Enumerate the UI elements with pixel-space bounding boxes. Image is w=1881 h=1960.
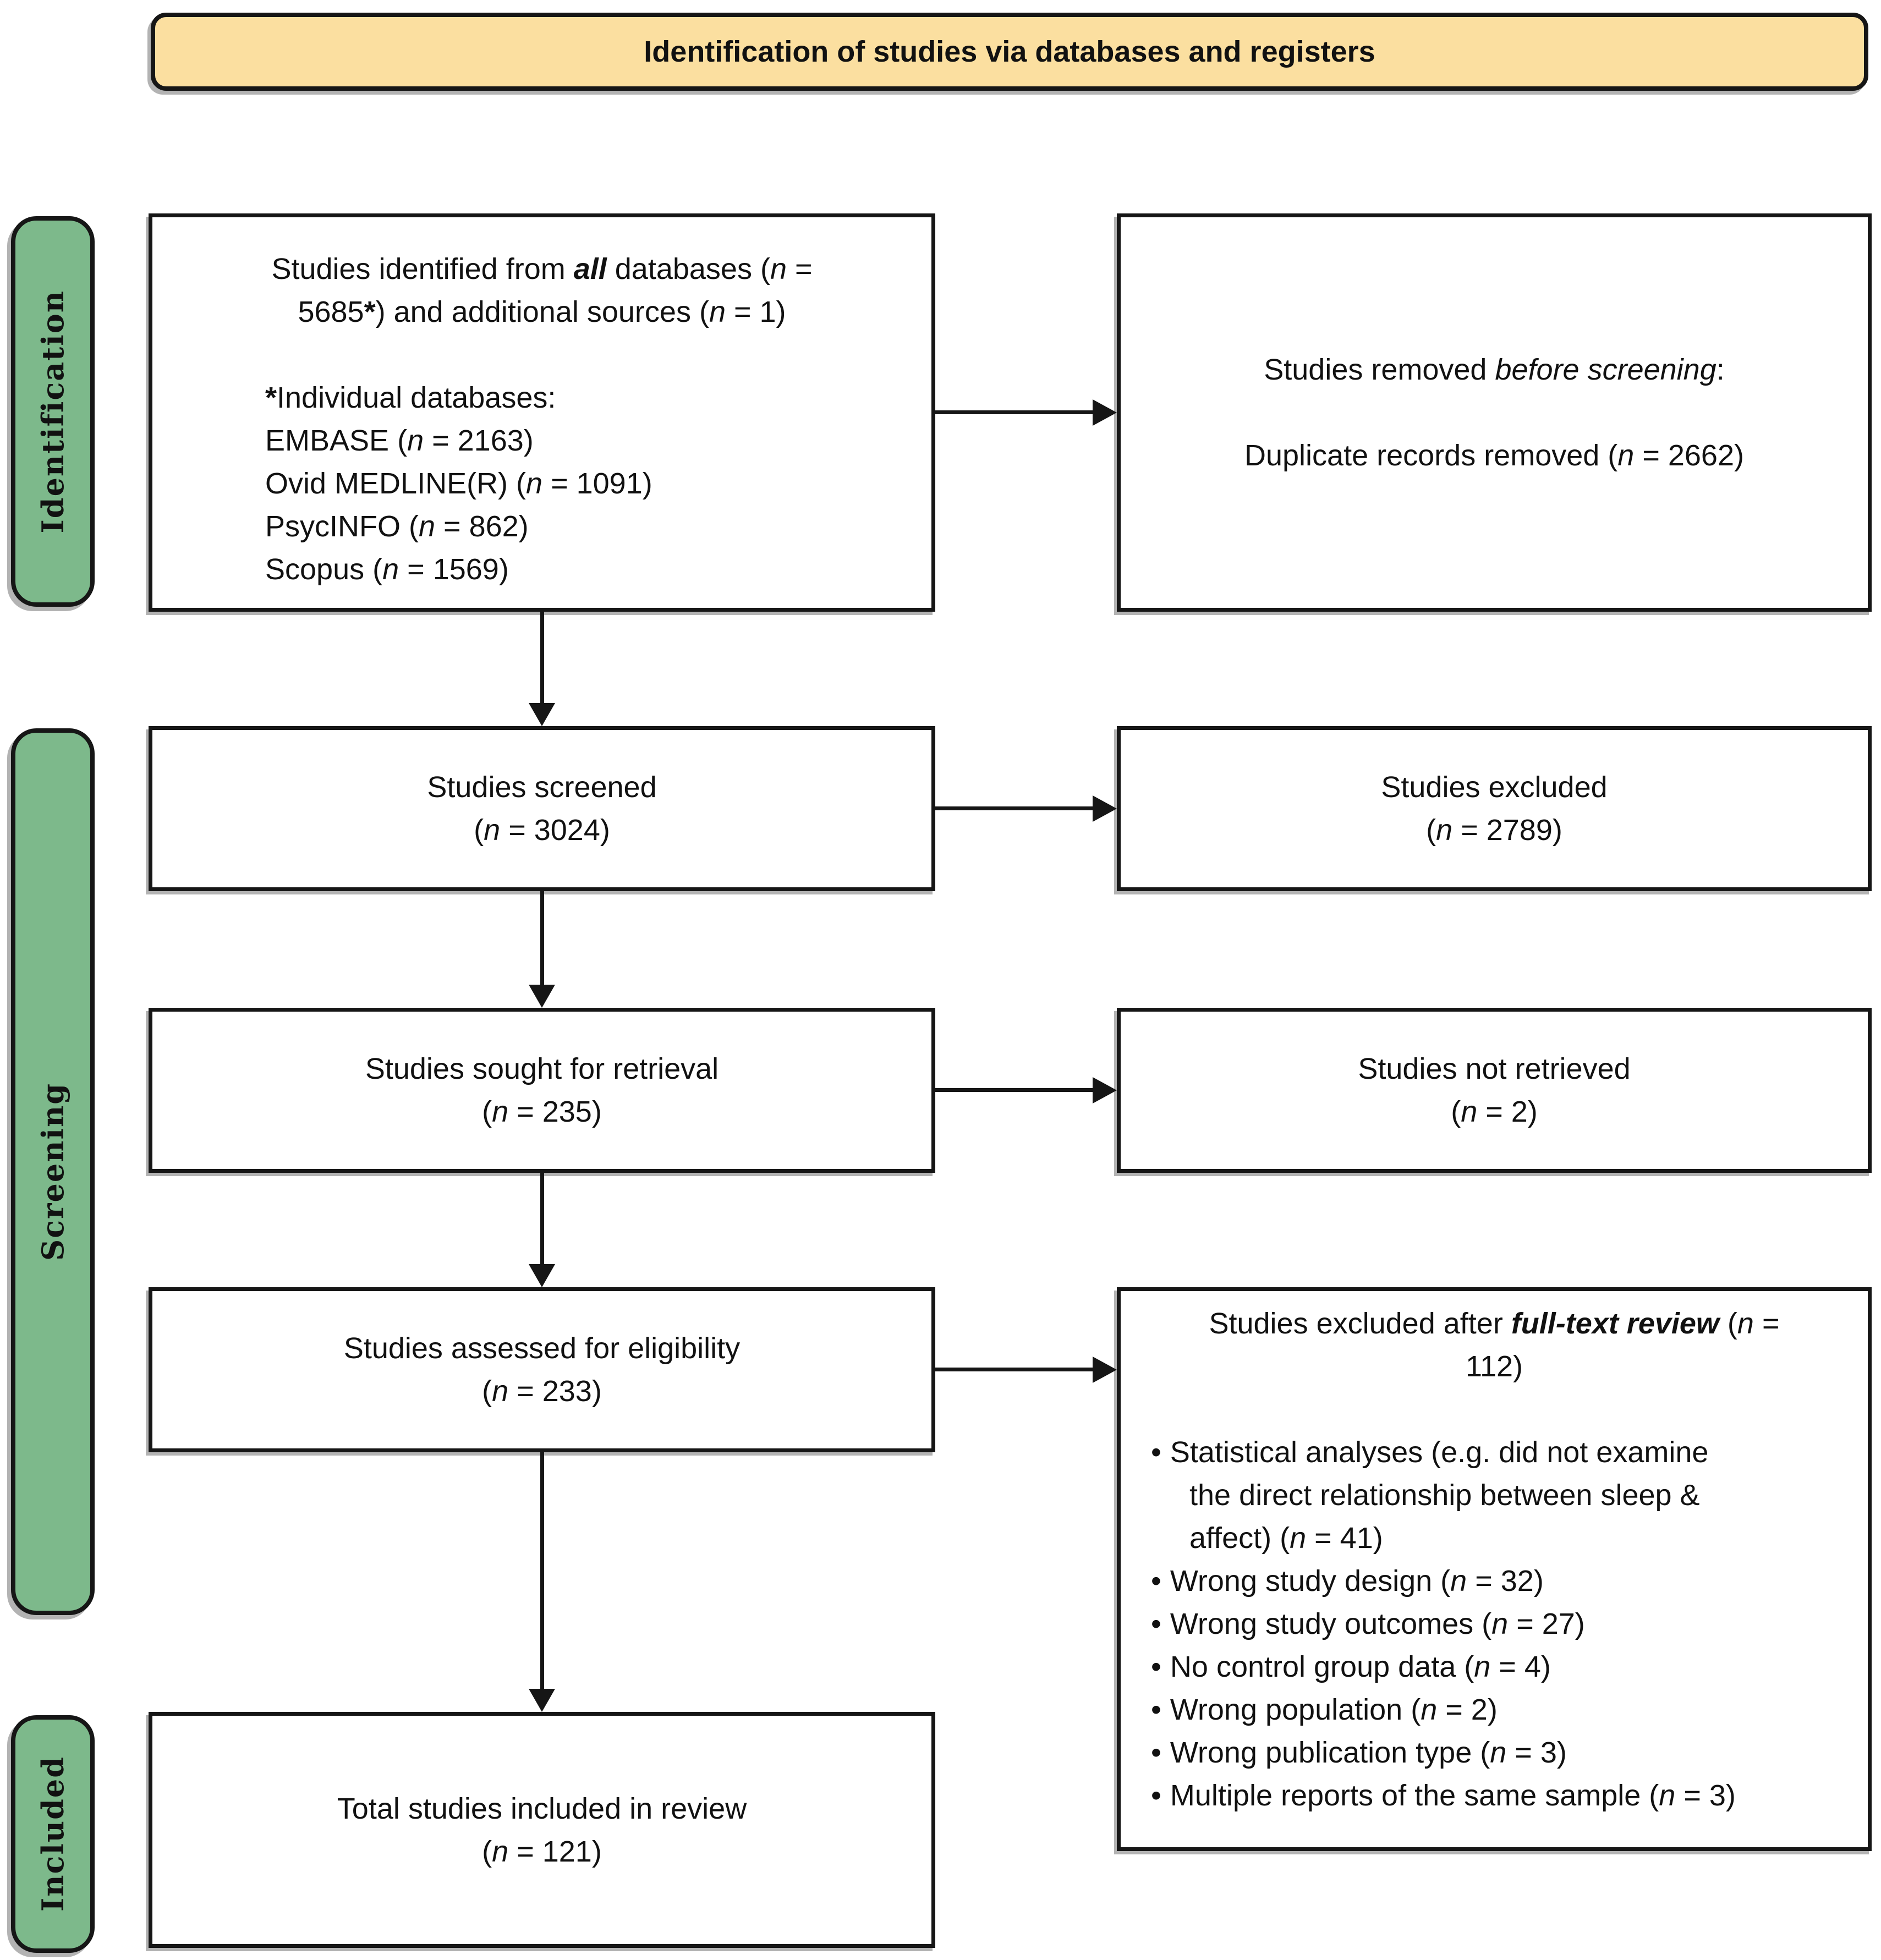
text-line: *Individual databases: (265, 381, 556, 414)
text-line (1151, 391, 1838, 434)
arrowhead-right-icon (1093, 1357, 1117, 1383)
arrowhead-down-icon (529, 1264, 555, 1287)
bullet-icon: • (1151, 1736, 1161, 1769)
text-line: Scopus (n = 1569) (265, 553, 509, 586)
stage-label-included: Included (11, 1715, 95, 1953)
text-line: Duplicate records removed (n = 2662) (1244, 439, 1744, 472)
box-removed-before-screening: Studies removed before screening: Duplic… (1117, 213, 1872, 612)
text-line: •Wrong publication type (n = 3) (1151, 1736, 1567, 1769)
box-identified-sources: Studies identified from all databases (n… (149, 213, 935, 612)
text-line: (n = 2789) (1426, 814, 1562, 847)
text-line: Studies screened (427, 771, 657, 804)
text-line: 5685*) and additional sources (n = 1) (298, 295, 786, 328)
text-line: (n = 2) (1451, 1095, 1538, 1128)
arrowhead-right-icon (1093, 399, 1117, 426)
box-assessed-eligibility: Studies assessed for eligibility (n = 233… (149, 1287, 935, 1452)
banner-title: Identification of studies via databases … (151, 13, 1868, 91)
text-line: •Wrong population (n = 2) (1151, 1693, 1498, 1726)
text-line: PsycINFO (n = 862) (265, 510, 529, 543)
stage-label-screening: Screening (11, 728, 95, 1615)
arrow-shaft (935, 410, 1094, 414)
text-line: •Wrong study outcomes (n = 27) (1151, 1607, 1585, 1640)
text-line: Ovid MEDLINE(R) (n = 1091) (265, 467, 652, 500)
arrow-shaft (540, 891, 544, 986)
arrowhead-down-icon (529, 985, 555, 1008)
bullet-icon: • (1151, 1607, 1161, 1640)
text-line: the direct relationship between sleep & (1189, 1479, 1700, 1512)
box-sought-retrieval: Studies sought for retrieval (n = 235) (149, 1008, 935, 1173)
text-line: Studies assessed for eligibility (343, 1332, 741, 1365)
arrow-shaft (540, 612, 544, 704)
text-line: •Statistical analyses (e.g. did not exam… (1151, 1436, 1709, 1469)
bullet-icon: • (1151, 1693, 1161, 1726)
stage-label-text: Included (35, 1756, 70, 1912)
text-line: (n = 235) (482, 1095, 602, 1128)
text-line: •No control group data (n = 4) (1151, 1650, 1551, 1683)
stage-label-text: Identification (35, 289, 70, 534)
text-line: •Wrong study design (n = 32) (1151, 1564, 1544, 1597)
box-excluded-fulltext: Studies excluded after full-text review … (1117, 1287, 1872, 1851)
arrow-shaft (935, 806, 1094, 810)
text-line: Studies removed before screening: (1264, 353, 1725, 386)
text-line: (n = 233) (482, 1375, 602, 1408)
text-line: •Multiple reports of the same sample (n … (1151, 1779, 1736, 1812)
bullet-icon: • (1151, 1436, 1161, 1469)
text-line: Studies not retrieved (1358, 1052, 1631, 1085)
banner-title-text: Identification of studies via databases … (644, 35, 1375, 68)
text-line: 112) (1465, 1350, 1523, 1383)
stage-label-identification: Identification (11, 216, 95, 607)
box-not-retrieved: Studies not retrieved (n = 2) (1117, 1008, 1872, 1173)
text-line: Studies excluded (1381, 771, 1608, 804)
bullet-icon: • (1151, 1564, 1161, 1597)
arrowhead-right-icon (1093, 1077, 1117, 1103)
box-excluded-screening: Studies excluded (n = 2789) (1117, 726, 1872, 891)
bullet-icon: • (1151, 1650, 1161, 1683)
arrow-shaft (540, 1452, 544, 1690)
text-line (185, 333, 898, 376)
box-total-included: Total studies included in review (n = 121… (149, 1712, 935, 1948)
text-line: EMBASE (n = 2163) (265, 424, 534, 457)
arrowhead-down-icon (529, 703, 555, 726)
text-line: Studies sought for retrieval (365, 1052, 719, 1085)
text-line: affect) (n = 41) (1189, 1522, 1383, 1555)
text-line (1137, 1388, 1851, 1431)
text-line: (n = 3024) (474, 814, 610, 847)
text-line: Total studies included in review (337, 1792, 747, 1825)
text-line: Studies identified from all databases (n… (271, 252, 813, 286)
arrowhead-down-icon (529, 1689, 555, 1712)
box-screened: Studies screened (n = 3024) (149, 726, 935, 891)
arrow-shaft (935, 1368, 1094, 1371)
arrow-shaft (540, 1173, 544, 1265)
arrow-shaft (935, 1088, 1094, 1092)
text-line: Studies excluded after full-text review … (1209, 1307, 1780, 1340)
arrowhead-right-icon (1093, 795, 1117, 822)
text-line: (n = 121) (482, 1835, 602, 1868)
stage-label-text: Screening (35, 1083, 70, 1261)
bullet-icon: • (1151, 1779, 1161, 1812)
